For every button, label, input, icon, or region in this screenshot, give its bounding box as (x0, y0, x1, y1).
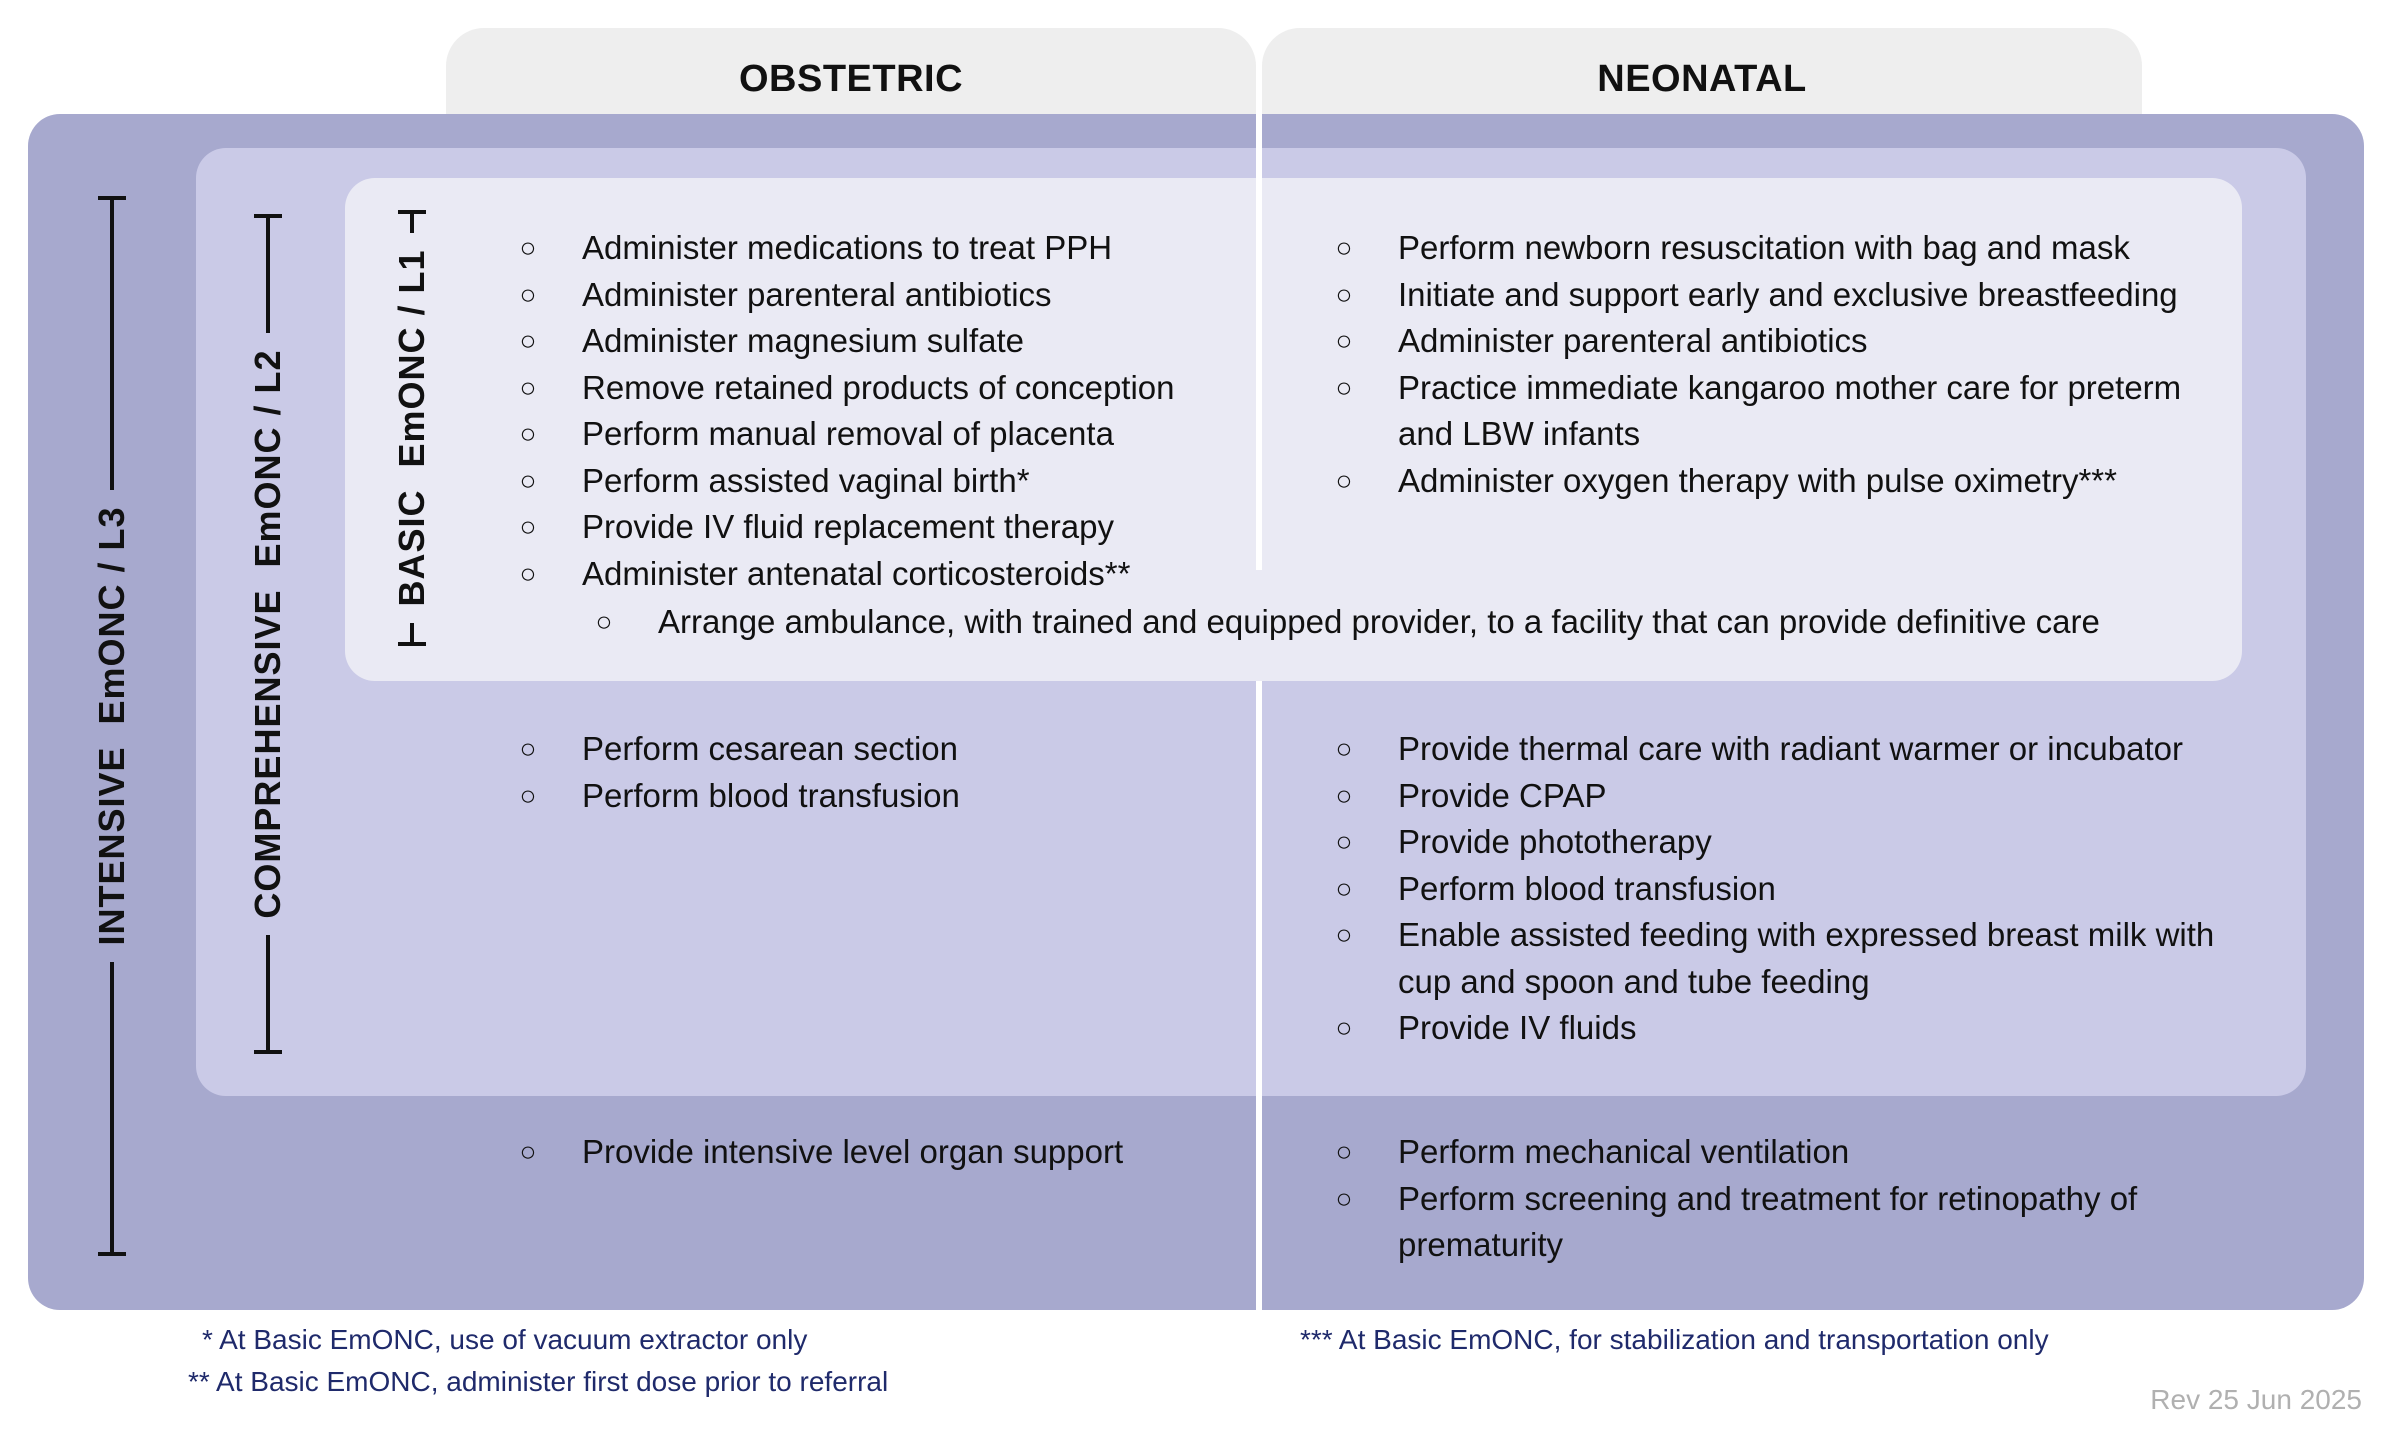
bullet-icon: ○ (519, 371, 537, 403)
bullet-icon: ○ (519, 557, 537, 589)
bullet-icon: ○ (1335, 872, 1353, 904)
obstetric-basic-list: ○Administer medications to treat PPH ○Ad… (518, 225, 1258, 597)
list-item: ○Perform blood transfusion (518, 773, 1258, 820)
bullet-icon: ○ (595, 606, 613, 637)
list-item: ○Provide intensive level organ support (518, 1129, 1258, 1176)
bullet-icon: ○ (1335, 826, 1353, 857)
bullet-icon: ○ (519, 232, 537, 263)
list-item: ○Provide CPAP (1334, 773, 2234, 820)
column-divider (1256, 110, 1262, 1310)
list-item: ○Administer parenteral antibiotics (1334, 318, 2234, 365)
bullet-icon: ○ (519, 733, 537, 764)
list-item: ○Perform cesarean section (518, 726, 1258, 773)
level-2-name: COMPREHENSIVE (247, 589, 288, 919)
footnote-triple-asterisk: *** At Basic EmONC, for stabilization an… (1300, 1324, 2049, 1355)
obstetric-comprehensive-list: ○Perform cesarean section ○Perform blood… (518, 726, 1258, 819)
bullet-icon: ○ (1335, 325, 1353, 356)
list-item: ○Provide IV fluids (1334, 1005, 2234, 1052)
bullet-icon: ○ (1335, 919, 1353, 950)
level-1-label-text: BASIC EmONC / L1 (391, 233, 433, 622)
obstetric-intensive-list: ○Provide intensive level organ support (518, 1129, 1258, 1176)
list-item: ○Provide thermal care with radiant warme… (1334, 726, 2234, 773)
level-3-bracket-end (110, 195, 114, 491)
bullet-icon: ○ (1335, 1012, 1353, 1043)
list-item: ○Administer magnesium sulfate (518, 318, 1258, 365)
level-3-name: INTENSIVE (91, 746, 132, 946)
level-2-label-text: COMPREHENSIVE EmONC / L2 (247, 333, 289, 934)
bullet-icon: ○ (1335, 733, 1353, 764)
list-item: ○Perform newborn resuscitation with bag … (1334, 225, 2234, 272)
bullet-icon: ○ (519, 278, 537, 310)
neonatal-basic-list: ○Perform newborn resuscitation with bag … (1334, 225, 2234, 504)
bullet-icon: ○ (519, 779, 537, 811)
list-item: ○Enable assisted feeding with expressed … (1334, 912, 2234, 1005)
list-item: ○Provide IV fluid replacement therapy (518, 504, 1258, 551)
list-item: ○Administer parenteral antibiotics (518, 272, 1258, 319)
bullet-icon: ○ (1335, 1182, 1353, 1214)
list-item: ○Practice immediate kangaroo mother care… (1334, 365, 2234, 458)
list-item: ○Provide phototherapy (1334, 819, 2234, 866)
bullet-icon: ○ (1335, 1136, 1353, 1167)
column-header-neonatal-label: NEONATAL (1597, 58, 1807, 100)
level-1-code: EmONC / L1 (391, 249, 432, 468)
level-2-bracket-end (266, 214, 270, 334)
bullet-icon: ○ (519, 1136, 537, 1167)
list-item: ○Remove retained products of conception (518, 365, 1258, 412)
list-item: ○Administer medications to treat PPH (518, 225, 1258, 272)
bullet-icon: ○ (519, 325, 537, 356)
revision-date: Rev 25 Jun 2025 (2150, 1384, 2362, 1415)
list-item: ○Perform assisted vaginal birth* (518, 458, 1258, 505)
column-header-obstetric-label: OBSTETRIC (738, 58, 964, 100)
footnote-double-asterisk: ** At Basic EmONC, administer first dose… (188, 1366, 889, 1397)
bullet-icon: ○ (1335, 464, 1353, 496)
level-2-code: EmONC / L2 (247, 349, 288, 568)
list-item: ○Perform screening and treatment for ret… (1334, 1176, 2234, 1269)
list-item: ○Arrange ambulance, with trained and equ… (594, 599, 2234, 646)
level-1-bracket-start (410, 622, 414, 646)
list-item: ○Administer antenatal corticosteroids** (518, 551, 1258, 598)
list-item: ○Initiate and support early and exclusiv… (1334, 272, 2234, 319)
level-1-name: BASIC (391, 489, 432, 607)
shared-basic-list: ○Arrange ambulance, with trained and equ… (594, 599, 2234, 646)
bullet-icon: ○ (519, 418, 537, 449)
bullet-icon: ○ (1335, 779, 1353, 811)
neonatal-intensive-list: ○Perform mechanical ventilation ○Perform… (1334, 1129, 2234, 1269)
level-3-label-text: INTENSIVE EmONC / L3 (91, 490, 133, 961)
bullet-icon: ○ (519, 511, 537, 542)
level-1-bracket-end (410, 209, 414, 234)
bullet-icon: ○ (1335, 232, 1353, 263)
level-3-label: INTENSIVE EmONC / L3 (87, 195, 137, 1256)
bullet-icon: ○ (1335, 371, 1353, 403)
neonatal-comprehensive-list: ○Provide thermal care with radiant warme… (1334, 726, 2234, 1052)
level-3-code: EmONC / L3 (91, 506, 132, 725)
level-1-basic-panel (345, 178, 2242, 681)
list-item: ○Perform blood transfusion (1334, 866, 2234, 913)
list-item: ○Perform mechanical ventilation (1334, 1129, 2234, 1176)
bullet-icon: ○ (1335, 278, 1353, 310)
column-divider-gap (1256, 570, 1262, 681)
level-2-label: COMPREHENSIVE EmONC / L2 (243, 214, 293, 1054)
bullet-icon: ○ (519, 464, 537, 496)
footnote-single-asterisk: * At Basic EmONC, use of vacuum extracto… (202, 1324, 808, 1355)
level-2-bracket-start (266, 934, 270, 1054)
level-3-bracket-start (110, 961, 114, 1256)
list-item: ○Perform manual removal of placenta (518, 411, 1258, 458)
level-1-label: BASIC EmONC / L1 (387, 209, 437, 646)
list-item: ○Administer oxygen therapy with pulse ox… (1334, 458, 2234, 505)
